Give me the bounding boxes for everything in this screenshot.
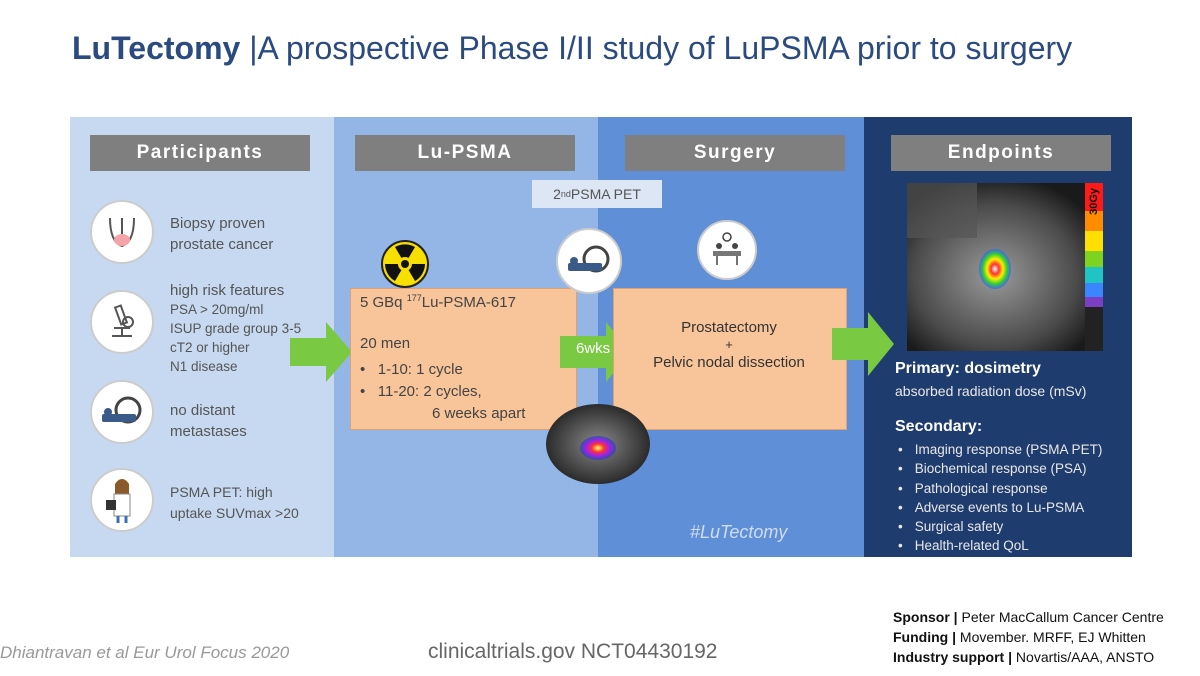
surgery-box bbox=[613, 288, 847, 430]
page-title: LuTectomy |A prospective Phase I/II stud… bbox=[72, 30, 1072, 67]
citation: Dhiantravan et al Eur Urol Focus 2020 bbox=[0, 643, 290, 662]
list-item: Health-related QoL bbox=[898, 536, 1102, 555]
pet-scanner-icon bbox=[556, 228, 622, 294]
title-bold: LuTectomy bbox=[72, 30, 241, 66]
primary-endpoint-title: Primary: dosimetry bbox=[895, 360, 1041, 377]
funding-line: Funding | Movember. MRFF, EJ Whitten bbox=[893, 629, 1146, 645]
surgery-header: Surgery bbox=[625, 135, 845, 171]
industry-line: Industry support | Novartis/AAA, ANSTO bbox=[893, 649, 1155, 665]
hashtag: #LuTectomy bbox=[690, 522, 788, 542]
dose-scale-bar bbox=[1085, 183, 1103, 351]
trial-registration: clinicaltrials.gov NCT04430192 bbox=[428, 640, 718, 663]
arrow-icon-2 bbox=[832, 312, 894, 376]
primary-endpoint-desc: absorbed radiation dose (mSv) bbox=[895, 383, 1087, 399]
microscope-icon bbox=[90, 290, 154, 354]
prostate-icon bbox=[90, 200, 154, 264]
participant-item-2: high risk features bbox=[170, 282, 285, 299]
lupsma-dose: 5 GBq 177Lu-PSMA-617 bbox=[360, 293, 516, 311]
lupsma-header: Lu-PSMA bbox=[355, 135, 575, 171]
secondary-endpoint-list: Imaging response (PSMA PET) Biochemical … bbox=[898, 440, 1103, 556]
radiation-icon bbox=[381, 240, 429, 288]
surgery-icon bbox=[697, 220, 757, 280]
dosimetry-image bbox=[907, 183, 1103, 351]
participant-item-2-details: PSA > 20mg/ml ISUP grade group 3-5 cT2 o… bbox=[170, 302, 302, 374]
participant-item-1: Biopsy proven prostate cancer bbox=[170, 215, 274, 253]
participants-header: Participants bbox=[90, 135, 310, 171]
list-item: Surgical safety bbox=[898, 517, 1102, 536]
doctor-icon bbox=[90, 468, 154, 532]
title-rest: |A prospective Phase I/II study of LuPSM… bbox=[249, 30, 1073, 66]
lupsma-box bbox=[350, 288, 577, 430]
arrow-icon bbox=[290, 322, 352, 382]
dose-scale-label: 30Gy bbox=[1088, 188, 1100, 215]
participant-item-4: PSMA PET: high uptake SUVmax >20 bbox=[170, 484, 299, 521]
interval-arrow-icon bbox=[560, 322, 630, 382]
list-item: Biochemical response (PSA) bbox=[898, 459, 1102, 478]
participant-item-3: no distant metastases bbox=[170, 402, 247, 440]
interval-label: 6wks bbox=[576, 340, 611, 357]
endpoints-header: Endpoints bbox=[891, 135, 1111, 171]
list-item: Adverse events to Lu-PSMA bbox=[898, 498, 1102, 517]
sponsor-line: Sponsor | Peter MacCallum Cancer Centre bbox=[893, 609, 1164, 625]
surgery-text: Prostatectomy + Pelvic nodal dissection bbox=[653, 319, 805, 371]
list-item: Pathological response bbox=[898, 479, 1102, 498]
secondary-endpoint-title: Secondary: bbox=[895, 418, 983, 435]
psma-pet-image bbox=[546, 404, 650, 484]
lupsma-bullets: • 1-10: 1 cycle • 11-20: 2 cycles, 6 wee… bbox=[360, 361, 526, 422]
scanner-icon bbox=[90, 380, 154, 444]
list-item: Imaging response (PSMA PET) bbox=[898, 440, 1103, 459]
lupsma-men: 20 men bbox=[360, 335, 411, 352]
